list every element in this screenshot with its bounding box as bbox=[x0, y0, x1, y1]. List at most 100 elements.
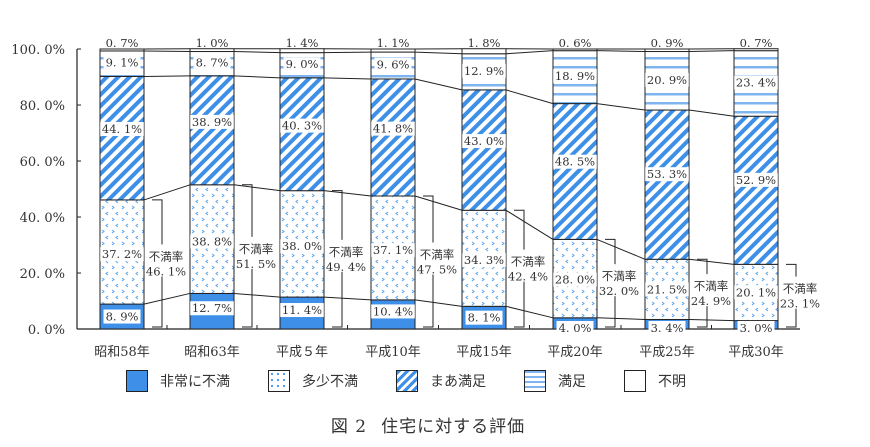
value-label: 4. 0% bbox=[559, 321, 592, 335]
value-label: 12. 7% bbox=[192, 301, 232, 315]
value-label-unknown: 1. 0% bbox=[196, 36, 229, 50]
value-label: 52. 9% bbox=[736, 173, 776, 187]
value-label: 3. 0% bbox=[740, 321, 773, 335]
value-label: 38. 9% bbox=[192, 115, 232, 129]
dissatisfaction-rate-label: 不満率 bbox=[420, 248, 455, 262]
bar-segment bbox=[733, 48, 779, 52]
value-label-unknown: 0. 6% bbox=[559, 36, 592, 50]
value-label: 38. 8% bbox=[192, 235, 232, 249]
bar-segment bbox=[370, 78, 416, 197]
x-category-label: 昭和63年 bbox=[184, 345, 240, 360]
dissatisfaction-rate-value: 47. 5% bbox=[417, 263, 457, 277]
dissatisfaction-rate-label: 不満率 bbox=[329, 245, 364, 259]
legend-swatch-diagonal bbox=[396, 370, 418, 392]
figure-number: 図 2 bbox=[330, 417, 368, 437]
y-tick-label: 80. 0% bbox=[20, 99, 65, 114]
value-label: 18. 9% bbox=[555, 69, 595, 83]
y-tick-label: 0. 0% bbox=[28, 323, 65, 338]
value-label: 11. 4% bbox=[282, 303, 322, 317]
value-label: 3. 4% bbox=[651, 321, 684, 335]
dissatisfaction-rate-value: 24. 9% bbox=[691, 294, 731, 308]
value-label: 37. 1% bbox=[373, 243, 413, 257]
y-tick-label: 60. 0% bbox=[20, 155, 65, 170]
dissatisfaction-rate-label: 不満率 bbox=[602, 269, 637, 283]
bar-segment bbox=[99, 48, 145, 52]
dissatisfaction-rate-value: 51. 5% bbox=[236, 257, 276, 271]
value-label-unknown: 0. 9% bbox=[651, 36, 684, 50]
figure-title: 住宅に対する評価 bbox=[381, 417, 526, 437]
x-category-label: 昭和58年 bbox=[94, 345, 150, 360]
value-label: 43. 0% bbox=[464, 134, 504, 148]
x-category-label: 平成15年 bbox=[456, 345, 512, 360]
value-label: 8. 9% bbox=[106, 310, 139, 324]
value-label: 38. 0% bbox=[282, 239, 322, 253]
legend-swatch-horizontal bbox=[524, 370, 546, 392]
dissatisfaction-rate-label: 不満率 bbox=[511, 255, 546, 269]
value-label: 9. 1% bbox=[106, 56, 139, 70]
bar-segment bbox=[99, 75, 145, 201]
dissatisfaction-rate-value: 49. 4% bbox=[326, 260, 366, 274]
value-label: 48. 5% bbox=[555, 155, 595, 169]
legend-label: まあ満足 bbox=[430, 374, 486, 390]
x-category-label: 平成10年 bbox=[365, 345, 421, 360]
value-label: 44. 1% bbox=[102, 122, 142, 136]
dissatisfaction-rate-label: 不満率 bbox=[694, 279, 729, 293]
dissatisfaction-rate-value: 32. 0% bbox=[599, 284, 639, 298]
value-label: 53. 3% bbox=[647, 167, 687, 181]
legend-swatch-empty bbox=[624, 370, 646, 392]
dissatisfaction-rate-value: 46. 1% bbox=[146, 264, 186, 278]
value-label-unknown: 1. 1% bbox=[377, 36, 410, 50]
bar-segment bbox=[733, 115, 779, 265]
bar-segment bbox=[189, 48, 235, 53]
bar-segment bbox=[552, 48, 598, 52]
legend-item-satisfied: 満足 bbox=[524, 370, 586, 392]
bar-segment bbox=[279, 48, 325, 54]
dissatisfaction-rate-label: 不満率 bbox=[239, 242, 274, 256]
bar-segment bbox=[461, 89, 507, 211]
figure-caption: 図 2 住宅に対する評価 bbox=[0, 412, 870, 437]
legend-item-somewhat-dissatisfied: 多少不満 bbox=[268, 370, 358, 392]
legend-label: 非常に不満 bbox=[160, 374, 230, 390]
value-label: 20. 1% bbox=[736, 285, 776, 299]
y-tick-label: 20. 0% bbox=[20, 267, 65, 282]
value-label: 41. 8% bbox=[373, 122, 413, 136]
value-label-unknown: 0. 7% bbox=[740, 36, 773, 50]
value-label-unknown: 1. 4% bbox=[286, 36, 319, 50]
x-category-label: 平成30年 bbox=[728, 345, 784, 360]
legend-item-fairly-satisfied: まあ満足 bbox=[396, 370, 486, 392]
legend-label: 満足 bbox=[558, 374, 586, 390]
value-label: 21. 5% bbox=[647, 282, 687, 296]
dissatisfaction-rate-label: 不満率 bbox=[149, 249, 184, 263]
legend-label: 不明 bbox=[658, 374, 686, 390]
value-label: 10. 4% bbox=[373, 304, 413, 318]
x-axis-labels: 昭和58年 昭和63年 平成５年 平成10年 平成15年 平成20年 平成25年 平成30年 bbox=[94, 345, 784, 360]
x-category-label: 平成25年 bbox=[639, 345, 695, 360]
legend-label: 多少不満 bbox=[302, 374, 358, 390]
legend-swatch-dots bbox=[268, 370, 290, 392]
value-label: 9. 0% bbox=[286, 57, 319, 71]
value-label: 20. 9% bbox=[647, 73, 687, 87]
x-category-label: 平成５年 bbox=[276, 345, 328, 360]
bar-segment bbox=[189, 75, 235, 186]
bar-segment bbox=[552, 103, 598, 240]
value-label: 9. 6% bbox=[377, 58, 410, 72]
value-label: 34. 3% bbox=[464, 253, 504, 267]
dissatisfaction-rate-label: 不満率 bbox=[783, 282, 818, 296]
legend-item-unknown: 不明 bbox=[624, 370, 686, 392]
value-label: 37. 2% bbox=[102, 247, 142, 261]
legend: 非常に不満 多少不満 まあ満足 満足 不明 bbox=[126, 370, 724, 392]
y-tick-label: 100. 0% bbox=[11, 43, 65, 58]
bar-segment bbox=[461, 48, 507, 55]
value-label: 23. 4% bbox=[736, 75, 776, 89]
value-label: 28. 0% bbox=[555, 273, 595, 287]
legend-item-very-dissatisfied: 非常に不満 bbox=[126, 370, 230, 392]
y-tick-label: 40. 0% bbox=[20, 211, 65, 226]
x-category-label: 平成20年 bbox=[547, 345, 603, 360]
value-label: 40. 3% bbox=[282, 119, 322, 133]
dissatisfaction-rate-value: 42. 4% bbox=[508, 270, 548, 284]
bar-segment bbox=[644, 48, 690, 53]
value-label-unknown: 1. 8% bbox=[468, 36, 501, 50]
bar-segment bbox=[370, 48, 416, 53]
value-label: 8. 1% bbox=[468, 311, 501, 325]
